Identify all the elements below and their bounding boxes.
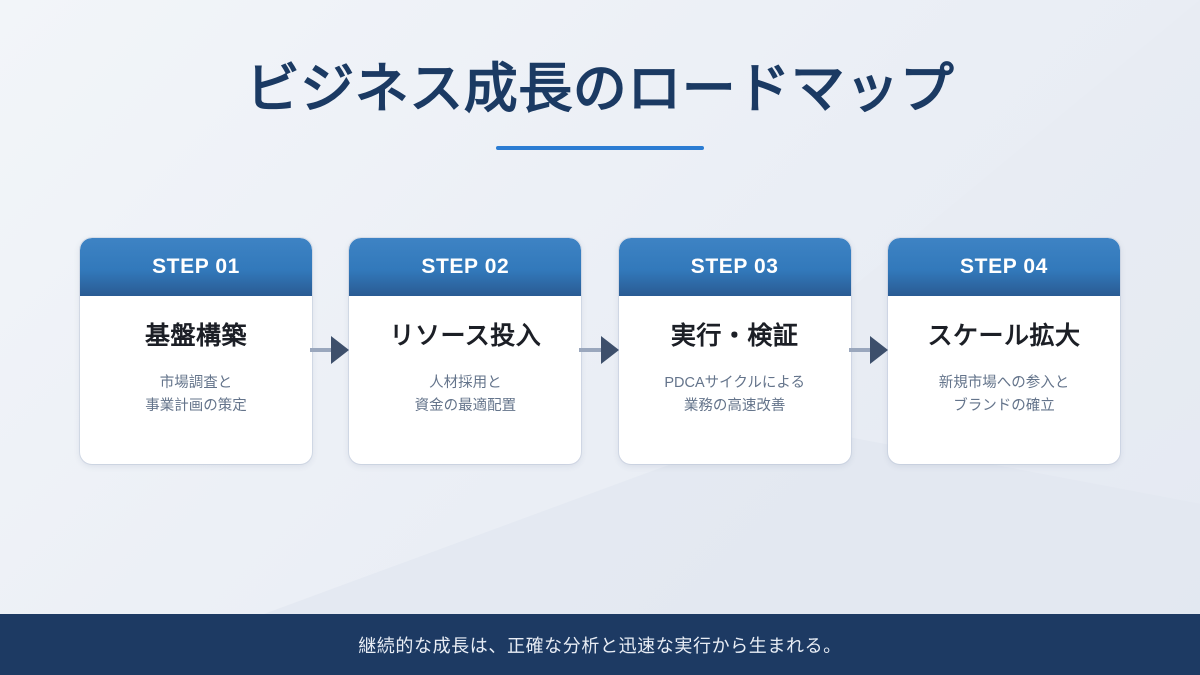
step-description-4-line1: 新規市場への参入と <box>938 375 1070 391</box>
step-description-1-line1: 市場調査と <box>159 375 233 391</box>
step-heading-2: リソース投入 <box>389 322 542 350</box>
step-description-2-line1: 人材採用と <box>429 375 502 391</box>
step-header-1: STEP 01 <box>80 238 312 296</box>
page-title: ビジネス成長のロードマップ <box>245 59 955 119</box>
step-heading-3: 実行・検証 <box>670 322 799 350</box>
step-description-3-line1: PDCAサイクルによる <box>664 375 805 391</box>
step-badge-4: STEP 04 <box>960 255 1048 278</box>
step-card-1[interactable]: STEP 01 基盤構築 市場調査と 事業計画の策定 <box>80 238 312 464</box>
step-description-2: 人材採用と 資金の最適配置 <box>415 372 517 419</box>
step-heading-4: スケール拡大 <box>927 322 1081 350</box>
connector-line-1 <box>310 348 334 352</box>
title-underline <box>496 146 704 151</box>
step-card-3[interactable]: STEP 03 実行・検証 PDCAサイクルによる 業務の高速改善 <box>618 238 851 464</box>
step-card-4[interactable]: STEP 04 スケール拡大 新規市場への参入と ブランドの確立 <box>887 238 1120 464</box>
step-header-2: STEP 02 <box>349 238 582 296</box>
footer-bar: 継続的な成長は、正確な分析と迅速な実行から生まれる。 <box>0 614 1200 675</box>
title-block: ビジネス成長のロードマップ <box>0 58 1200 151</box>
step-header-3: STEP 03 <box>618 238 851 296</box>
step-description-4: 新規市場への参入と ブランドの確立 <box>939 372 1070 419</box>
step-description-4-line2: ブランドの確立 <box>953 398 1055 415</box>
steps-row: STEP 01 基盤構築 市場調査と 事業計画の策定 STEP 02 リソース投… <box>80 238 1120 464</box>
step-description-3-line2: 業務の高速改善 <box>683 398 786 415</box>
connector-arrow-1-to-2 <box>310 238 350 464</box>
step-card-2[interactable]: STEP 02 リソース投入 人材採用と 資金の最適配置 <box>349 238 582 464</box>
arrow-right-icon <box>331 336 350 364</box>
arrow-right-icon <box>869 336 888 364</box>
connector-line-3 <box>848 348 872 352</box>
step-body-4: スケール拡大 新規市場への参入と ブランドの確立 <box>888 296 1120 464</box>
step-badge-3: STEP 03 <box>690 255 779 278</box>
connector-arrow-2-to-3 <box>579 238 619 464</box>
arrow-right-icon <box>600 336 619 364</box>
step-heading-1: 基盤構築 <box>144 322 247 350</box>
step-body-2: リソース投入 人材採用と 資金の最適配置 <box>349 296 581 464</box>
step-body-3: 実行・検証 PDCAサイクルによる 業務の高速改善 <box>619 296 851 464</box>
step-description-2-line2: 資金の最適配置 <box>414 398 517 415</box>
connector-line-2 <box>579 348 603 352</box>
step-description-1: 市場調査と 事業計画の策定 <box>145 372 247 419</box>
footer-tagline: 継続的な成長は、正確な分析と迅速な実行から生まれる。 <box>358 635 842 656</box>
step-badge-1: STEP 01 <box>152 255 240 278</box>
connector-arrow-3-to-4 <box>848 238 888 464</box>
step-badge-2: STEP 02 <box>421 255 510 278</box>
step-body-1: 基盤構築 市場調査と 事業計画の策定 <box>80 296 312 464</box>
step-description-1-line2: 事業計画の策定 <box>145 398 247 415</box>
step-description-3: PDCAサイクルによる 業務の高速改善 <box>664 372 805 419</box>
step-header-4: STEP 04 <box>887 238 1120 296</box>
